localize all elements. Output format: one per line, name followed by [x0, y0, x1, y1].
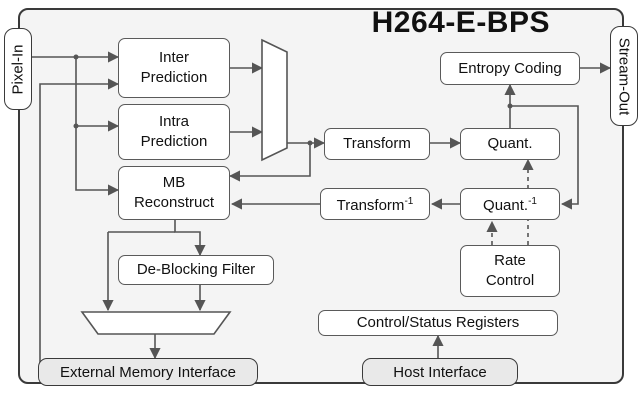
wire-mb-to-deblock: [174, 220, 206, 257]
wire-quant-to-invquant: [510, 105, 579, 210]
write-mux-shape: [80, 311, 232, 335]
rate-line2: Control: [485, 272, 535, 289]
inter-line1: Inter: [158, 49, 189, 66]
intra-line1: Intra: [158, 113, 189, 130]
deblocking-label: De-Blocking Filter: [136, 261, 256, 278]
host-interface: Host Interface: [362, 358, 518, 386]
block-quant: Quant.: [460, 128, 560, 160]
block-control-status-registers: Control/Status Registers: [318, 310, 558, 336]
inverse-transform-label: Transform-1: [336, 196, 414, 214]
port-pixel-in: Pixel-In: [4, 28, 32, 110]
host-label: Host Interface: [393, 363, 487, 381]
mb-line1: MB: [162, 174, 186, 191]
block-inverse-transform: Transform-1: [320, 188, 430, 220]
mb-line2: Reconstruct: [133, 194, 215, 211]
external-memory-interface: External Memory Interface: [38, 358, 258, 386]
block-transform: Transform: [324, 128, 430, 160]
wire-pixel-to-mb: [75, 57, 120, 196]
csr-label: Control/Status Registers: [356, 314, 520, 331]
wire-mux-to-mb: [228, 143, 311, 182]
intra-line2: Prediction: [140, 133, 208, 150]
memory-label: External Memory Interface: [60, 363, 236, 381]
transform-label: Transform: [343, 135, 411, 152]
port-stream-out-label: Stream-Out: [615, 37, 633, 115]
port-pixel-in-label: Pixel-In: [9, 43, 27, 95]
block-deblocking-filter: De-Blocking Filter: [118, 255, 274, 285]
mux-shape: [261, 38, 288, 162]
port-stream-out: Stream-Out: [610, 26, 638, 126]
inverse-quant-label: Quant.-1: [483, 196, 537, 214]
block-mb-reconstruct: MB Reconstruct: [118, 166, 230, 220]
block-entropy-coding: Entropy Coding: [440, 52, 580, 85]
diagram-title: H264-E-BPS: [371, 6, 550, 39]
block-inverse-quant: Quant.-1: [460, 188, 560, 220]
wire-memory-to-inter: [39, 78, 120, 366]
rate-line1: Rate: [494, 252, 526, 269]
quant-label: Quant.: [487, 135, 533, 152]
entropy-label: Entropy Coding: [458, 59, 562, 77]
inter-line2: Prediction: [140, 69, 208, 86]
